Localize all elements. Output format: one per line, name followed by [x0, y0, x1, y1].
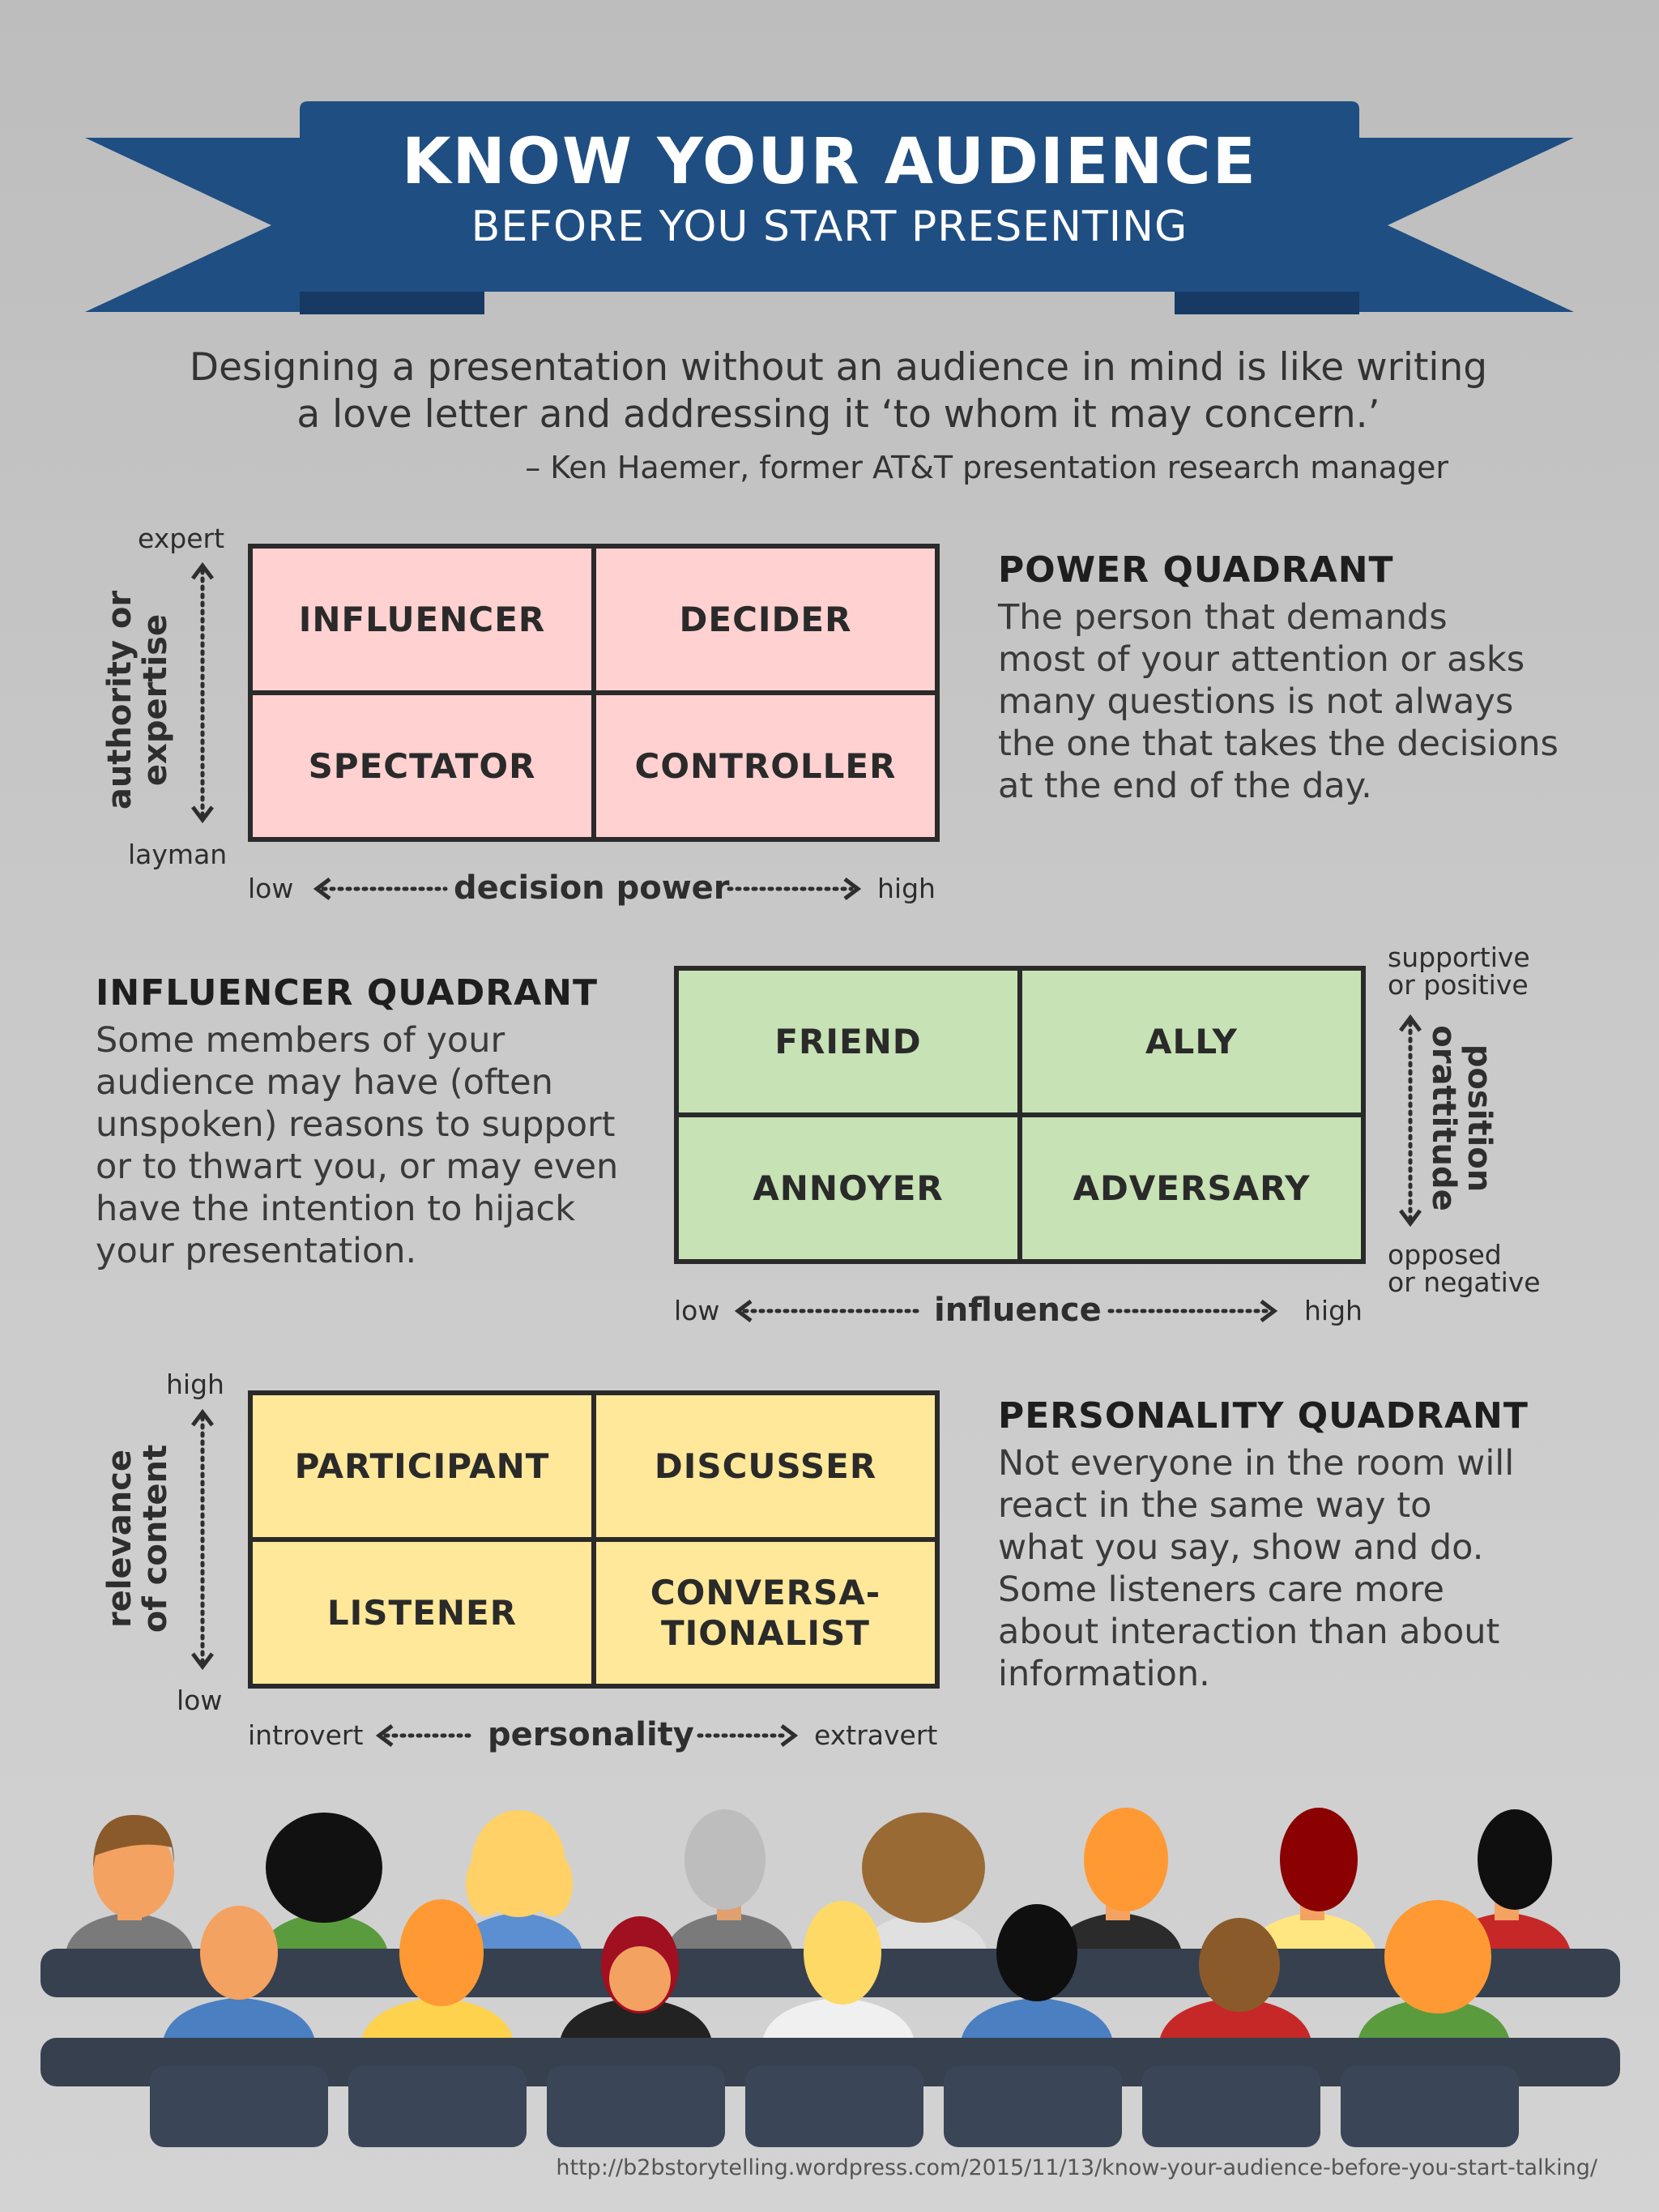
personality-y-axis-label: relevance of content — [101, 1425, 174, 1652]
influencer-y-low-label: opposed or negative — [1388, 1241, 1541, 1296]
cell-annoyer: ANNOYER — [679, 1115, 1020, 1259]
personality-quadrant-description: Not everyone in the room will react in t… — [998, 1442, 1514, 1695]
power-x-axis-label: decision power — [454, 869, 730, 907]
influencer-x-low-label: low — [674, 1295, 720, 1326]
influencer-desc-line: unspoken) reasons to support — [96, 1104, 616, 1145]
power-desc-line: the one that takes the decisions — [998, 724, 1559, 764]
influencer-quadrant-description: Some members of your audience may have (… — [96, 1019, 618, 1272]
cell-controller: CONTROLLER — [594, 693, 935, 837]
power-y-low-label: layman — [128, 839, 228, 870]
cell-decider: DECIDER — [594, 549, 935, 693]
influencer-x-arrow-right — [1107, 1300, 1278, 1322]
influencer-y-low-line-1: opposed — [1388, 1239, 1502, 1270]
personality-x-arrow-left — [375, 1724, 474, 1747]
cell-friend: FRIEND — [679, 971, 1020, 1115]
influencer-x-axis-label: influence — [934, 1292, 1102, 1329]
banner-title: KNOW YOUR AUDIENCE — [402, 126, 1257, 199]
influencer-desc-line: Some members of your — [96, 1020, 505, 1061]
influencer-y-label-line-1: position — [1461, 1044, 1498, 1193]
power-desc-line: The person that demands — [998, 597, 1448, 638]
cell-listener: LISTENER — [253, 1539, 594, 1684]
influencer-y-high-line-2: or positive — [1388, 969, 1529, 1001]
banner-subtitle: BEFORE YOU START PRESENTING — [471, 203, 1188, 251]
cell-adversary: ADVERSARY — [1020, 1115, 1361, 1259]
cell-discusser: DISCUSSER — [594, 1395, 935, 1539]
personality-y-arrow — [191, 1408, 214, 1671]
cell-conversationalist: CONVERSA- TIONALIST — [594, 1539, 935, 1684]
audience-illustration — [41, 1808, 1620, 2147]
personality-quadrant-title: PERSONALITY QUADRANT — [998, 1395, 1529, 1437]
influencer-quadrant-title: INFLUENCER QUADRANT — [96, 972, 599, 1014]
influencer-y-arrow — [1399, 1014, 1422, 1228]
influencer-quadrant-grid: FRIEND ALLY ANNOYER ADVERSARY — [674, 966, 1366, 1264]
cell-ally: ALLY — [1020, 971, 1361, 1115]
power-quadrant-grid: INFLUENCER DECIDER SPECTATOR CONTROLLER — [248, 544, 940, 842]
quote-line-1: Designing a presentation without an audi… — [189, 345, 1488, 390]
influencer-desc-line: or to thwart you, or may even — [96, 1147, 619, 1187]
power-desc-line: many questions is not always — [998, 681, 1514, 722]
quote-line-2: a love letter and addressing it ‘to whom… — [296, 392, 1380, 437]
quote-author: – Ken Haemer, former AT&T presentation r… — [525, 450, 1448, 485]
power-quadrant-description: The person that demands most of your att… — [998, 596, 1559, 807]
personality-desc-line: about interaction than about — [998, 1612, 1500, 1652]
influencer-y-low-line-2: or negative — [1388, 1266, 1541, 1298]
influencer-x-high-label: high — [1304, 1295, 1363, 1326]
power-x-arrow-left — [313, 878, 448, 900]
influencer-y-axis-label: position orattitude — [1425, 1021, 1498, 1215]
influencer-desc-line: your presentation. — [96, 1231, 417, 1271]
influencer-y-high-line-1: supportive — [1388, 942, 1530, 973]
personality-x-arrow-right — [697, 1724, 799, 1747]
power-desc-line: most of your attention or asks — [998, 639, 1525, 680]
personality-x-axis-label: personality — [488, 1716, 694, 1753]
banner-ribbon — [85, 101, 1574, 314]
power-y-arrow — [191, 562, 214, 824]
personality-y-high-label: high — [166, 1369, 224, 1400]
middle-row-people — [162, 1899, 1511, 2050]
personality-x-high-label: extravert — [814, 1719, 938, 1751]
personality-quadrant-grid: PARTICIPANT DISCUSSER LISTENER CONVERSA-… — [248, 1390, 940, 1689]
personality-desc-line: react in the same way to — [998, 1485, 1432, 1526]
influencer-y-high-label: supportive or positive — [1388, 944, 1530, 999]
source-url: http://b2bstorytelling.wordpress.com/201… — [556, 2155, 1597, 2180]
cell-spectator: SPECTATOR — [253, 693, 594, 837]
power-x-arrow-right — [727, 878, 862, 900]
power-desc-line: at the end of the day. — [998, 766, 1372, 806]
power-y-label-line-2: expertise — [137, 613, 174, 787]
front-row-seats — [41, 2038, 1620, 2147]
personality-y-label-line-1: relevance — [101, 1449, 139, 1629]
influencer-x-arrow-left — [734, 1300, 922, 1322]
personality-y-label-line-2: of content — [137, 1444, 174, 1633]
influencer-desc-line: audience may have (often — [96, 1062, 553, 1103]
personality-desc-line: Some listeners care more — [998, 1569, 1444, 1610]
personality-desc-line: information. — [998, 1654, 1210, 1694]
cell-influencer: INFLUENCER — [253, 549, 594, 693]
power-quadrant-title: POWER QUADRANT — [998, 549, 1394, 591]
influencer-desc-line: have the intention to hijack — [96, 1189, 576, 1229]
power-y-high-label: expert — [138, 523, 225, 554]
personality-desc-line: what you say, show and do. — [998, 1527, 1484, 1568]
power-y-axis-label: authority or expertise — [101, 587, 174, 813]
power-x-high-label: high — [877, 873, 936, 904]
personality-x-low-label: introvert — [248, 1719, 364, 1751]
power-x-low-label: low — [248, 873, 294, 904]
personality-y-low-label: low — [177, 1685, 223, 1716]
personality-desc-line: Not everyone in the room will — [998, 1443, 1515, 1484]
influencer-y-label-line-2: orattitude — [1425, 1025, 1462, 1211]
cell-participant: PARTICIPANT — [253, 1395, 594, 1539]
power-y-label-line-1: authority or — [101, 590, 139, 810]
